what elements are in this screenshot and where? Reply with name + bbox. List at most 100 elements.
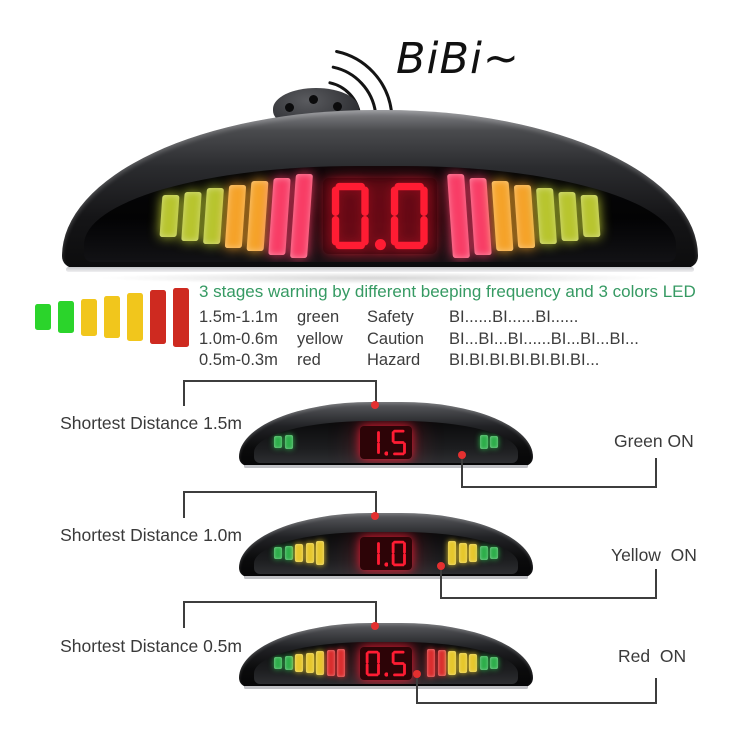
led-bar-red [150,290,166,344]
unit-base-strip [66,267,694,272]
level-cell: Caution [367,329,424,348]
led-bar-yellow [458,652,467,674]
led-bar-yellow [469,654,477,672]
led-bar-green [203,188,224,244]
stage1-distance-digits [359,425,413,459]
led-bar-red [268,177,291,255]
connector-label-1 [183,380,377,406]
stage-label-2: Shortest Distance 1.0m [60,525,242,545]
led-bar-green [284,545,293,561]
speaker-hole [285,103,294,112]
led-bar-yellow [448,541,456,565]
stage-display-unit-1 [239,402,533,468]
led-bar-orange [246,181,269,251]
speaker-hole [333,102,342,111]
stage-label-1: Shortest Distance 1.5m [60,413,242,433]
stage-window [254,642,518,684]
led-color-legend [35,284,189,350]
speaker-hole [309,95,318,104]
color-cell: red [297,351,321,369]
stage2-distance-digits [359,536,413,570]
led-bar-green [274,435,282,448]
led-bar-orange [224,184,247,248]
stage-display-unit-2 [239,513,533,579]
led-bar-yellow [316,651,324,675]
led-bar-orange [513,184,536,248]
stage-led-row [254,532,518,574]
stage-base-strip [244,576,528,579]
led-bar-green [284,434,293,450]
stage-label-3: Shortest Distance 0.5m [60,636,242,656]
led-bar-green [284,655,293,671]
led-bar-yellow [316,541,324,565]
led-bar-red [469,177,492,255]
connector-label-3 [183,601,377,628]
marker-dot [437,562,445,570]
marker-dot [371,401,379,409]
led-bar-green [58,301,74,333]
led-bar-green [159,195,180,237]
main-right-bargraph [447,174,602,258]
connector-status-3 [416,678,657,704]
range-cell: 1.5m-1.1m [199,308,278,326]
led-bar-red [447,174,470,258]
led-bar-red [337,648,345,678]
led-bar-green [558,191,579,241]
led-bar-green [35,304,51,330]
stage-base-strip [244,465,528,468]
marker-dot [371,512,379,520]
led-bar-red [427,648,435,678]
stage2-left-bargraph [274,541,324,565]
led-bar-yellow [104,295,120,339]
led-bar-red [290,174,313,258]
led-bar-green [490,435,498,448]
led-bar-green [479,434,488,450]
marker-dot [413,670,421,678]
stage3-distance-digits [359,646,413,680]
beep-sound-label: BiBi~ [396,34,520,84]
led-bar-yellow [295,544,303,562]
warning-stages-table: 1.5m-1.1m green Safety BI......BI......B… [199,307,639,372]
status-label-green: Green ON [614,431,694,451]
main-display-window [84,166,676,262]
marker-dot [458,451,466,459]
stage1-right-bargraph [479,434,498,450]
main-led-row [84,166,676,262]
led-bar-red [173,287,189,347]
stage-window [254,421,518,463]
led-bar-green [479,545,488,561]
led-bar-green [274,547,282,559]
led-bar-green [479,655,488,671]
color-cell: green [297,308,340,326]
led-bar-green [490,547,498,559]
status-label-yellow: Yellow ON [611,545,697,565]
status-label-red: Red ON [618,646,687,666]
led-bar-red [437,649,446,676]
range-cell: 1.0m-0.6m [199,329,278,348]
led-bar-green [580,195,601,237]
stage2-right-bargraph [448,541,498,565]
stage3-right-bargraph [427,648,498,678]
info-title: 3 stages warning by different beeping fr… [199,282,696,301]
stage-base-strip [244,686,528,689]
stage1-left-bargraph [274,434,293,450]
led-bar-green [181,191,202,241]
stage-led-row [254,642,518,684]
stage3-left-bargraph [274,648,345,678]
connector-status-2 [440,569,657,599]
led-bar-red [326,649,335,676]
marker-dot [371,622,379,630]
led-bar-yellow [458,542,467,564]
connector-label-2 [183,491,377,518]
led-bar-green [535,188,557,244]
led-bar-yellow [127,293,143,341]
level-cell: Safety [367,308,414,326]
beep-cell: BI.BI.BI.BI.BI.BI.BI... [449,351,600,369]
beep-cell: BI...BI...BI......BI...BI...BI... [449,329,639,348]
main-display-unit [62,110,698,268]
led-bar-yellow [295,654,303,672]
led-bar-green [274,656,282,669]
stage-window [254,532,518,574]
led-bar-yellow [81,298,97,336]
